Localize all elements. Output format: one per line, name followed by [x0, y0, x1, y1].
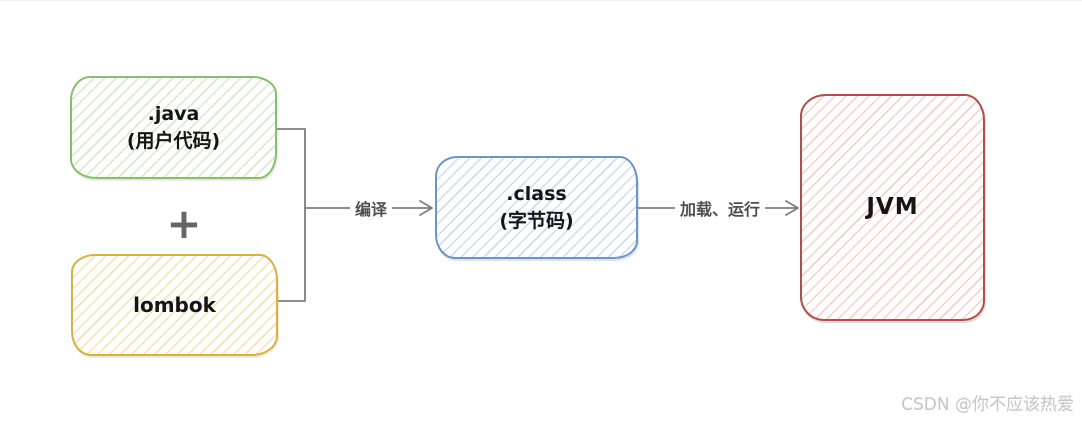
jvm-node-label: JVM — [866, 194, 919, 221]
class-bytecode-node: .class (字节码) — [435, 156, 638, 259]
lombok-node: lombok — [71, 254, 278, 356]
plus-operator: + — [166, 198, 202, 248]
jvm-node: JVM — [800, 94, 985, 321]
compile-arrowhead — [419, 200, 433, 216]
java-source-node: .java (用户代码) — [70, 76, 277, 179]
java-node-subtitle: (用户代码) — [126, 129, 221, 152]
class-node-subtitle: (字节码) — [499, 209, 574, 232]
class-node-title: .class — [506, 182, 567, 205]
csdn-watermark: CSDN @你不应该热爱 — [901, 395, 1074, 415]
merge-bracket-line — [276, 128, 306, 302]
compile-edge-label: 编译 — [349, 196, 393, 220]
lombok-node-label: lombok — [133, 293, 216, 317]
java-node-title: .java — [147, 102, 200, 125]
run-arrowhead — [785, 200, 799, 216]
load-run-edge-label: 加载、运行 — [674, 196, 766, 220]
